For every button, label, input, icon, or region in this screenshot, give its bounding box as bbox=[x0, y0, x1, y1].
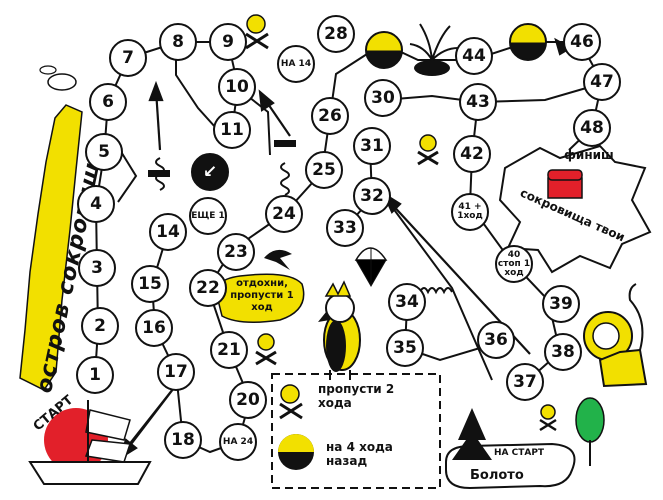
cell-na14[interactable]: НА 14 bbox=[277, 45, 315, 83]
cell-1[interactable]: 1 bbox=[76, 356, 114, 394]
cell-17[interactable]: 17 bbox=[157, 353, 195, 391]
back-icon bbox=[278, 434, 314, 470]
rest-blob bbox=[215, 273, 305, 323]
cell-25[interactable]: 25 bbox=[305, 151, 343, 189]
cell-more-one[interactable]: ЕЩЕ 1 bbox=[189, 197, 227, 235]
ship-illustration bbox=[28, 400, 152, 485]
cell-15[interactable]: 15 bbox=[131, 265, 169, 303]
cell-na24[interactable]: НА 24 bbox=[219, 423, 257, 461]
spring-cap bbox=[148, 170, 170, 177]
swamp-label: Болото bbox=[470, 468, 524, 483]
cell-11[interactable]: 11 bbox=[213, 111, 251, 149]
parrot-illustration bbox=[318, 280, 361, 380]
treasure-chest bbox=[547, 177, 583, 199]
tree-icon bbox=[452, 408, 492, 460]
cell-21[interactable]: 21 bbox=[210, 331, 248, 369]
cell-back-4[interactable] bbox=[365, 31, 403, 69]
cell-6[interactable]: 6 bbox=[89, 83, 127, 121]
cell-18[interactable]: 18 bbox=[164, 421, 202, 459]
spring-cap-2 bbox=[274, 140, 296, 147]
cell-30[interactable]: 30 bbox=[364, 79, 402, 117]
legend-box bbox=[271, 373, 441, 489]
cell-20[interactable]: 20 bbox=[229, 381, 267, 419]
cell-8[interactable]: 8 bbox=[159, 23, 197, 61]
cell-arrow-down[interactable]: ↙ bbox=[191, 153, 229, 191]
lion-illustration bbox=[583, 283, 648, 388]
cell-5[interactable]: 5 bbox=[85, 133, 123, 171]
cell-31[interactable]: 31 bbox=[353, 127, 391, 165]
cell-36[interactable]: 36 bbox=[477, 321, 515, 359]
cell-32[interactable]: 32 bbox=[353, 177, 391, 215]
legend-back4-label: на 4 хода назад bbox=[326, 440, 393, 468]
cell-39[interactable]: 39 bbox=[542, 285, 580, 323]
cell-37[interactable]: 37 bbox=[506, 363, 544, 401]
cell-22[interactable]: 22 bbox=[189, 269, 227, 307]
cell-16[interactable]: 16 bbox=[135, 309, 173, 347]
cell-7[interactable]: 7 bbox=[109, 39, 147, 77]
bee-icon bbox=[39, 65, 77, 91]
cell-46[interactable]: 46 bbox=[563, 23, 601, 61]
cell-48[interactable]: 48 bbox=[573, 109, 611, 147]
rest-label: отдохни, пропусти 1 ход bbox=[230, 278, 294, 313]
cell-42[interactable]: 42 bbox=[453, 135, 491, 173]
cell-10[interactable]: 10 bbox=[218, 68, 256, 106]
small-palm-icon bbox=[264, 249, 292, 270]
cell-34[interactable]: 34 bbox=[388, 283, 426, 321]
cell-24[interactable]: 24 bbox=[265, 195, 303, 233]
cell-26[interactable]: 26 bbox=[311, 97, 349, 135]
green-tree-icon bbox=[575, 397, 605, 443]
cell-3[interactable]: 3 bbox=[78, 249, 116, 287]
palm-icon bbox=[409, 23, 459, 76]
cell-41[interactable]: 41 + 1ход bbox=[451, 193, 489, 231]
cell-33[interactable]: 33 bbox=[326, 209, 364, 247]
cell-40[interactable]: 40 стоп 1 ход bbox=[495, 245, 533, 283]
skull-icons bbox=[245, 14, 557, 432]
cell-43[interactable]: 43 bbox=[459, 83, 497, 121]
cell-38[interactable]: 38 bbox=[544, 333, 582, 371]
cell-23[interactable]: 23 bbox=[217, 233, 255, 271]
cell-14[interactable]: 14 bbox=[149, 213, 187, 251]
title-banner bbox=[19, 104, 83, 391]
cell-9[interactable]: 9 bbox=[209, 23, 247, 61]
cell-47[interactable]: 47 bbox=[583, 63, 621, 101]
finish-label: финиш bbox=[564, 148, 614, 162]
cell-44[interactable]: 44 bbox=[455, 37, 493, 75]
treasure-splash bbox=[498, 144, 652, 274]
cell-back-4-b[interactable] bbox=[509, 23, 547, 61]
cell-35[interactable]: 35 bbox=[386, 329, 424, 367]
cell-2[interactable]: 2 bbox=[81, 307, 119, 345]
cell-4[interactable]: 4 bbox=[77, 185, 115, 223]
cell-28[interactable]: 28 bbox=[317, 15, 355, 53]
legend-skip2-label: пропусти 2 хода bbox=[318, 382, 395, 410]
parachute-icon bbox=[354, 247, 388, 288]
to-start-label: НА СТАРТ bbox=[494, 448, 545, 458]
